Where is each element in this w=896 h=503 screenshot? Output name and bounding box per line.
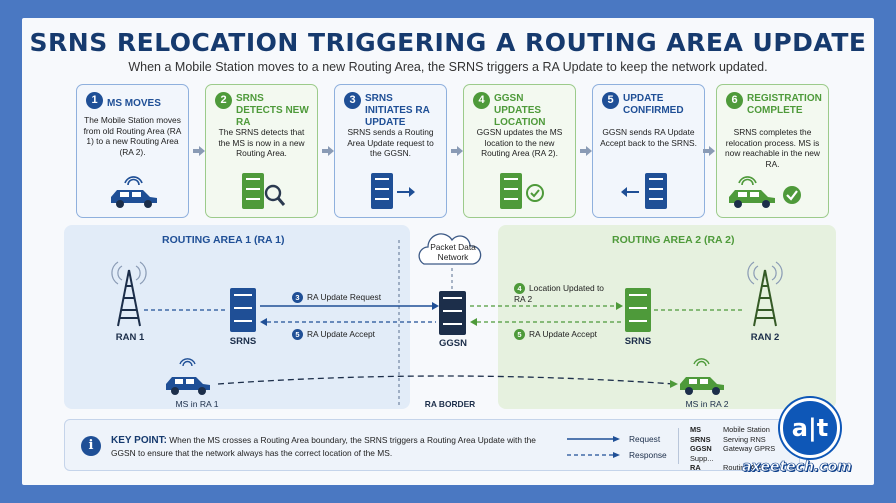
msg-accept-5-left: 5 RA Update Accept (292, 329, 375, 341)
step-title: REGISTRATION COMPLETE (747, 93, 822, 116)
step-badge: 5 (292, 329, 303, 341)
brand-logo: a|t (780, 398, 840, 458)
car-icon (680, 358, 724, 395)
step-number: 4 (473, 92, 490, 109)
step-card-2: 2 SRNS DETECTS NEW RA The SRNS detects t… (205, 84, 318, 218)
ggsn-server-icon (439, 291, 466, 335)
cloud-label: Packet Data Network (430, 242, 476, 262)
msg-accept-5-right: 5 RA Update Accept (514, 329, 597, 341)
ms-ra2-label: MS in RA 2 (685, 399, 729, 409)
step-badge: 3 (292, 292, 303, 304)
step-number: 1 (86, 92, 103, 109)
routing-area-2-zone (498, 225, 836, 409)
message-label: RA Update Accept (529, 329, 597, 339)
step-card-5: 5 UPDATE CONFIRMED GGSN sends RA Update … (592, 84, 705, 218)
page-title: SRNS RELOCATION TRIGGERING A ROUTING ARE… (29, 28, 867, 57)
step-card-4: 4 GGSN UPDATES LOCATION GGSN updates the… (463, 84, 576, 218)
key-point-box: i KEY POINT: When the MS crosses a Routi… (64, 419, 800, 473)
cloud-icon (418, 233, 482, 265)
ra-border-label: RA BORDER (424, 399, 476, 409)
ms-ra1-label: MS in RA 1 (175, 399, 219, 409)
step-number: 3 (344, 92, 361, 109)
step-number: 6 (726, 92, 743, 109)
step-title: MS MOVES (107, 98, 161, 109)
car-icon (77, 173, 188, 209)
step-card-3: 3 SRNS INITIATES RA UPDATE SRNS sends a … (334, 84, 447, 218)
step-description: The Mobile Station moves from old Routin… (83, 115, 182, 157)
key-point-text: KEY POINT: When the MS crosses a Routing… (111, 434, 546, 459)
server-check-icon (464, 173, 575, 209)
srns1-label: SRNS (229, 336, 257, 347)
brand-name: axeetech.com (742, 459, 852, 476)
ra2-label: ROUTING AREA 2 (RA 2) (612, 234, 735, 246)
flow-arrow-icon (193, 146, 205, 156)
message-label: RA Update Request (307, 292, 382, 302)
step-title: SRNS DETECTS NEW RA (236, 93, 309, 128)
flow-arrow-icon (322, 146, 334, 156)
server-receive-icon (593, 173, 704, 209)
srns-server-icon (230, 288, 256, 332)
step-number: 2 (215, 92, 232, 109)
ra1-label: ROUTING AREA 1 (RA 1) (162, 234, 285, 246)
step-badge: 5 (514, 329, 525, 341)
key-point-body: When the MS crosses a Routing Area bound… (111, 435, 536, 458)
key-point-label: KEY POINT: (111, 435, 167, 446)
step-description: GGSN updates the MS location to the new … (476, 127, 563, 159)
flow-arrow-icon (451, 146, 463, 156)
step-description: GGSN sends RA Update Accept back to the … (600, 127, 697, 148)
server-search-icon (206, 173, 317, 209)
flow-arrow-icon (580, 146, 592, 156)
message-label: Location Updated to RA 2 (514, 283, 604, 305)
tower-icon (111, 261, 147, 327)
step-description: The SRNS detects that the MS is now in a… (218, 127, 305, 159)
step-title: UPDATE CONFIRMED (623, 93, 684, 116)
legend-response: Response (629, 450, 667, 460)
step-number: 5 (602, 92, 619, 109)
legend-divider (678, 428, 679, 464)
step-description: SRNS sends a Routing Area Update request… (347, 127, 434, 159)
message-label: RA Update Accept (307, 329, 375, 339)
step-title: GGSN UPDATES LOCATION (494, 93, 546, 128)
ran2-label: RAN 2 (750, 332, 780, 343)
srns-server-icon (625, 288, 651, 332)
car-icon (166, 358, 210, 395)
step-card-6: 6 REGISTRATION COMPLETE SRNS completes t… (716, 84, 829, 218)
step-badge: 4 (514, 283, 525, 295)
ggsn-label: GGSN (439, 338, 467, 349)
legend-lines (567, 436, 620, 458)
car-check-icon (717, 173, 828, 209)
ran1-label: RAN 1 (115, 332, 145, 343)
infographic-page: SRNS RELOCATION TRIGGERING A ROUTING ARE… (22, 18, 874, 485)
tower-icon (747, 261, 783, 327)
info-icon: i (81, 436, 101, 456)
page-subtitle: When a Mobile Station moves to a new Rou… (128, 60, 768, 74)
step-card-1: 1 MS MOVES The Mobile Station moves from… (76, 84, 189, 218)
server-send-icon (335, 173, 446, 209)
ms-movement-path (217, 375, 675, 385)
step-title: SRNS INITIATES RA UPDATE (365, 93, 430, 128)
network-diagram (111, 233, 783, 408)
legend-request: Request (629, 434, 661, 444)
msg-request-3: 3 RA Update Request (292, 292, 382, 304)
srns2-label: SRNS (624, 336, 652, 347)
flow-arrow-icon (703, 146, 715, 156)
step-description: SRNS completes the relocation process. M… (725, 127, 820, 169)
